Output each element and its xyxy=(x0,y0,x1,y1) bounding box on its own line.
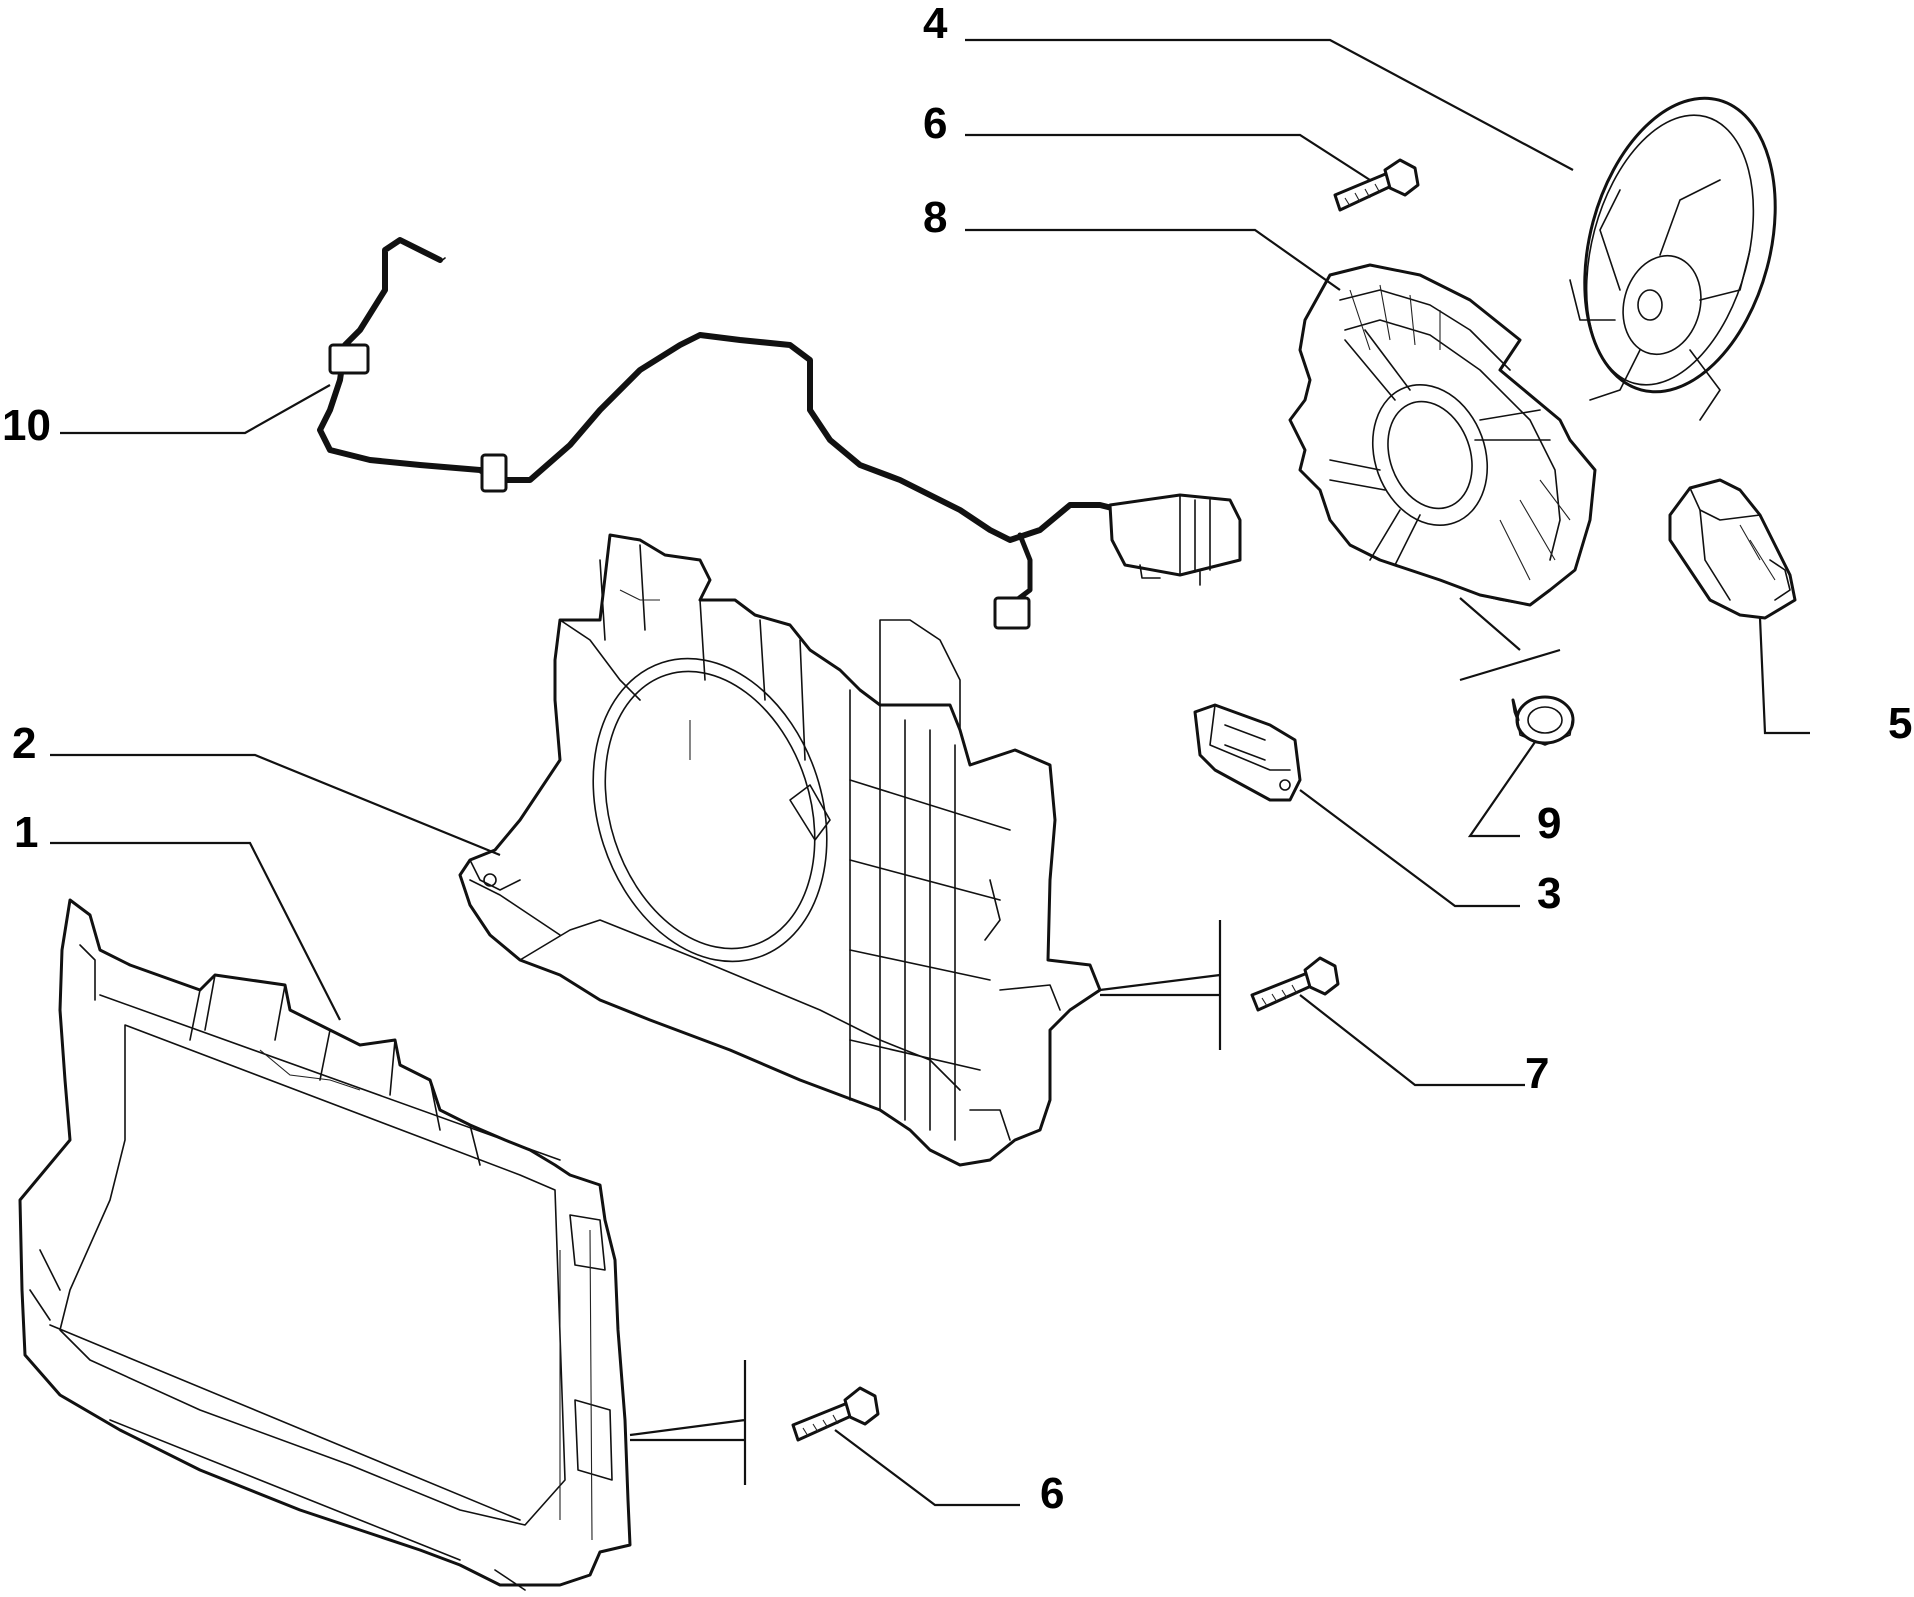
callout-6-bottom: 6 xyxy=(1040,1469,1064,1518)
bolt-icon xyxy=(791,1386,880,1442)
callout-2: 2 xyxy=(12,719,36,768)
callout-4: 4 xyxy=(923,0,948,48)
fan-blade-icon xyxy=(1569,96,1777,421)
fan-shroud-icon xyxy=(1288,263,1597,607)
callout-6-top: 6 xyxy=(923,99,947,148)
callout-7: 7 xyxy=(1525,1049,1549,1098)
radiator-frame-icon xyxy=(18,898,632,1591)
bolt-icon xyxy=(1333,158,1420,212)
callout-10: 10 xyxy=(2,401,51,450)
leader-lines xyxy=(50,38,1810,1507)
bushing-icon xyxy=(1511,695,1575,746)
callout-3: 3 xyxy=(1537,869,1561,918)
fan-motor-icon xyxy=(1668,478,1797,620)
resistor-icon xyxy=(1193,703,1302,802)
callout-9: 9 xyxy=(1537,799,1561,848)
callout-8: 8 xyxy=(923,193,947,242)
fan-shroud-icon xyxy=(458,533,1102,1167)
wiring-harness-icon xyxy=(317,237,1242,630)
callout-1: 1 xyxy=(14,808,38,857)
callout-5: 5 xyxy=(1888,699,1912,748)
bolt-icon xyxy=(1250,956,1340,1012)
